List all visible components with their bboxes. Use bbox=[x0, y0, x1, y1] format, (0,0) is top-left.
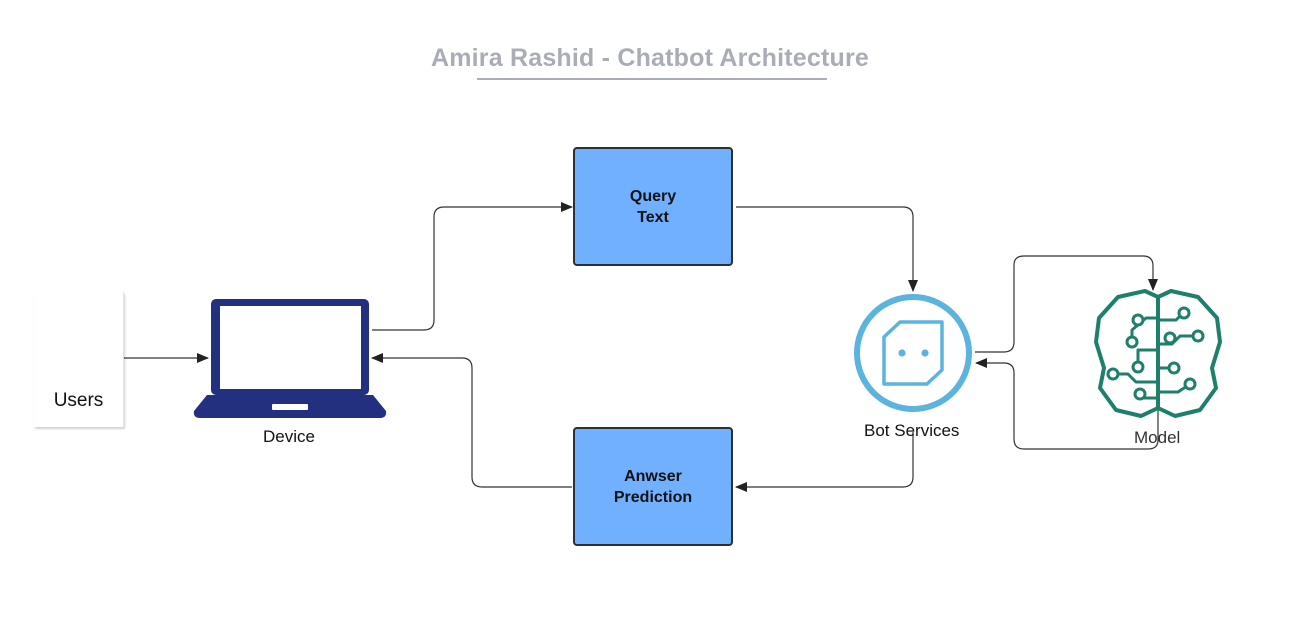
device-label: Device bbox=[263, 427, 315, 446]
model-label: Model bbox=[1134, 428, 1181, 447]
answer-prediction-line-1: Anwser bbox=[624, 467, 682, 485]
query-text-line-1: Query bbox=[629, 187, 677, 205]
diagram-title: Amira Rashid - Chatbot Architecture bbox=[430, 44, 870, 72]
answer-prediction-line-2: Prediction bbox=[613, 488, 693, 506]
users-node[interactable]: Users bbox=[34, 292, 124, 427]
laptop-icon bbox=[193, 299, 387, 418]
edge-device-query bbox=[372, 202, 573, 331]
query-text-line-2: Text bbox=[637, 208, 669, 226]
edge-model-bot bbox=[975, 358, 1159, 450]
title-underline bbox=[477, 78, 827, 80]
query-text-box[interactable]: Query Text bbox=[573, 147, 733, 266]
edge-query-bot bbox=[736, 206, 918, 292]
edge-answer-device bbox=[371, 353, 572, 488]
users-label: Users bbox=[53, 390, 104, 411]
edge-bot-model bbox=[975, 255, 1158, 353]
brain-model-icon bbox=[1094, 289, 1222, 418]
answer-prediction-box[interactable]: Anwser Prediction bbox=[573, 427, 733, 546]
bot-services-icon bbox=[854, 294, 972, 412]
edge-bot-answer bbox=[735, 432, 914, 492]
bot-services-label: Bot Services bbox=[864, 421, 960, 440]
